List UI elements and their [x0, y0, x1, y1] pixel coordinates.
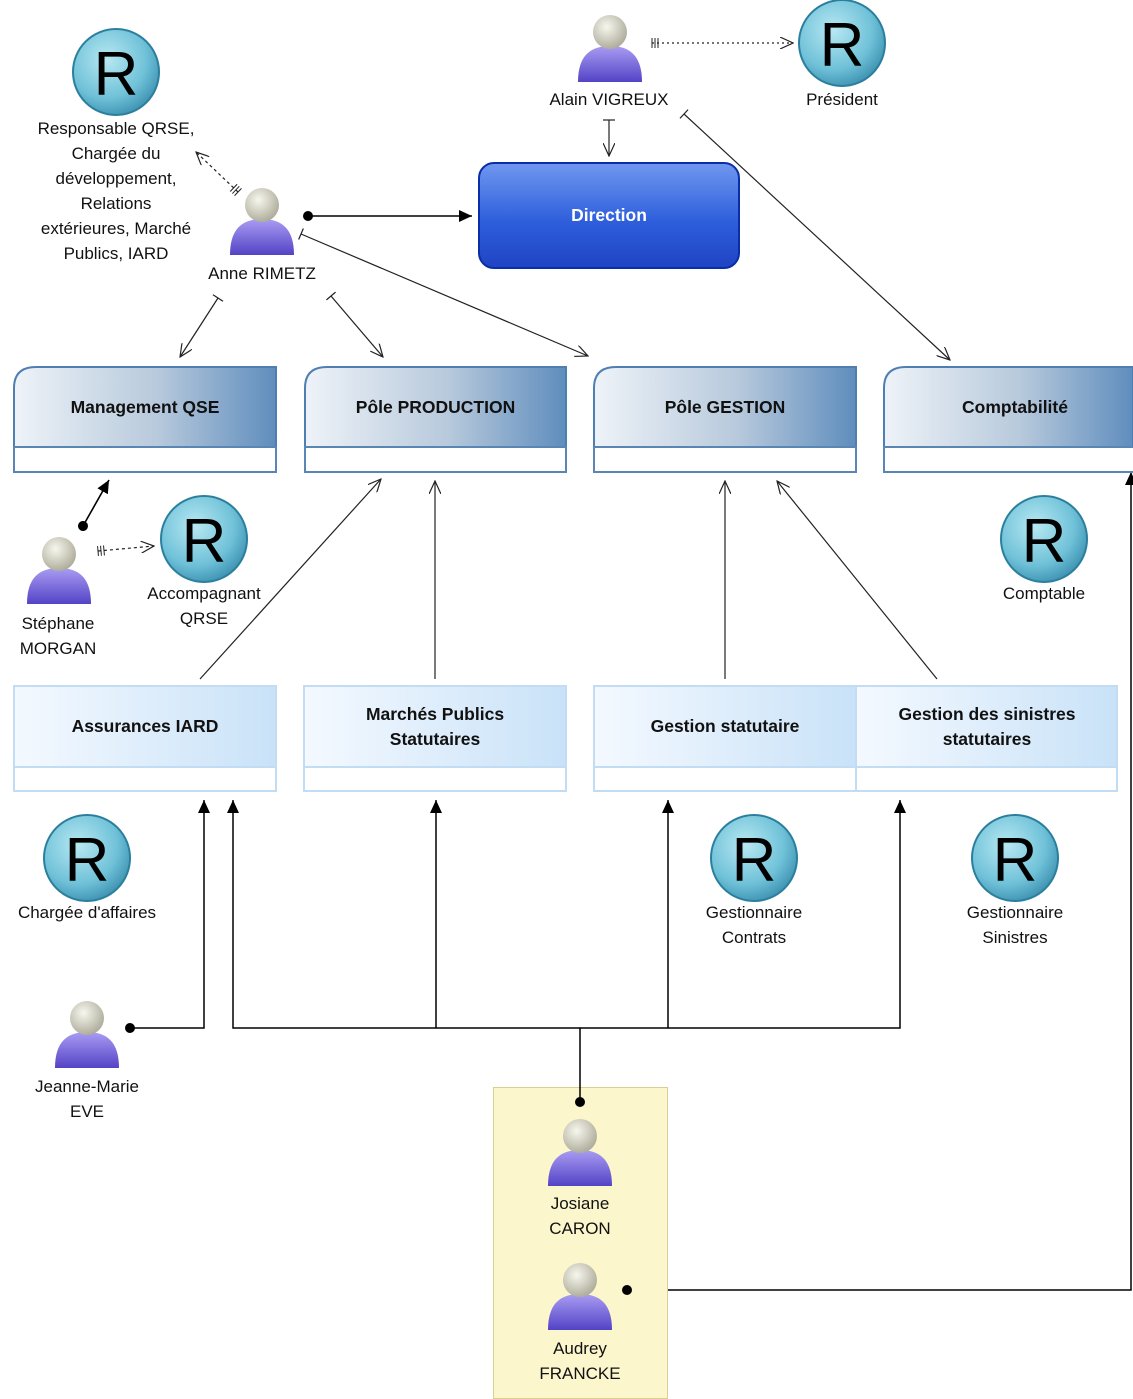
unit-pole-production[interactable]: Pôle PRODUCTION [305, 367, 566, 447]
role-label-sinistres[interactable]: Gestionnaire Sinistres [966, 903, 1064, 947]
unit-management-qse[interactable]: Management QSE [14, 367, 276, 447]
link-josiane-iard [227, 800, 585, 1107]
role-circles: R R R R R R R [43, 0, 1088, 902]
subunit-marches-publics[interactable]: Marchés Publics Statutaires [320, 686, 550, 767]
subunit-label: Gestion des sinistres statutaires [898, 703, 1076, 749]
person-label-alain[interactable]: Alain VIGREUX [549, 90, 669, 109]
role-icon-chargee: R [43, 814, 131, 902]
subunit-label: Marchés Publics Statutaires [365, 703, 505, 749]
role-label-president[interactable]: Président [806, 90, 878, 109]
unit-comptabilite[interactable]: Comptabilité [884, 367, 1133, 447]
unit-pole-gestion[interactable]: Pôle GESTION [594, 367, 856, 447]
svg-text:R: R [65, 826, 110, 895]
role-icon-comptable: R [1000, 495, 1088, 583]
unit-shapes [13, 366, 1133, 768]
link-stephane-accompagnant [98, 546, 154, 551]
link-jeanne-iard [125, 800, 210, 1033]
unit-label: Management QSE [70, 396, 220, 417]
person-label-audrey[interactable]: Audrey FRANCKE [539, 1339, 621, 1383]
subunit-gestion-sinistres[interactable]: Gestion des sinistres statutaires [862, 686, 1112, 767]
role-icon-responsable: R [72, 28, 160, 116]
subunit-assurances-iard-body [13, 766, 277, 792]
subunit-label: Gestion statutaire [650, 716, 800, 736]
unit-comptabilite-body [883, 446, 1133, 473]
connectors [78, 43, 1133, 1295]
link-iard-production [199, 479, 381, 680]
role-icon-contrats: R [710, 814, 798, 902]
unit-label: Pôle PRODUCTION [355, 396, 516, 417]
role-label-contrats[interactable]: Gestionnaire Contrats [705, 903, 803, 947]
svg-text:R: R [993, 826, 1038, 895]
role-label-chargee[interactable]: Chargée d'affaires [17, 903, 157, 922]
unit-pole-gestion-body [593, 446, 857, 473]
subunit-gestion-statutaire[interactable]: Gestion statutaire [594, 686, 856, 767]
person-label-josiane[interactable]: Josiane CARON [549, 1194, 611, 1238]
svg-text:R: R [820, 11, 865, 80]
link-alain-comptabilite [684, 114, 950, 360]
svg-text:R: R [94, 40, 139, 109]
unit-label: Comptabilité [962, 396, 1068, 417]
link-audrey-comptabilite [622, 472, 1133, 1295]
svg-text:R: R [1022, 507, 1067, 576]
link-sinistres-gestion [777, 481, 938, 680]
svg-text:R: R [182, 507, 227, 576]
role-label-comptable[interactable]: Comptable [1002, 584, 1086, 603]
subunit-label: Assurances IARD [71, 716, 219, 736]
link-anne-responsable [196, 152, 238, 192]
subunit-gestion-sinistres-body [855, 766, 1118, 792]
role-icon-president: R [798, 0, 886, 87]
svg-text:R: R [732, 826, 777, 895]
subunit-gestion-statutaire-body [593, 766, 857, 792]
unit-management-qse-body [13, 446, 277, 473]
role-label-responsable[interactable]: Responsable QRSE, Chargée du développeme… [37, 119, 195, 263]
direction-node[interactable]: Direction [478, 162, 740, 269]
subunit-assurances-iard[interactable]: Assurances IARD [14, 686, 276, 767]
direction-label: Direction [571, 205, 647, 225]
link-anne-qse [180, 298, 218, 357]
person-label-stephane[interactable]: Stéphane MORGAN [19, 614, 97, 658]
link-stephane-qse [78, 479, 110, 531]
link-anne-gestion [301, 234, 588, 356]
person-label-anne[interactable]: Anne RIMETZ [208, 264, 316, 283]
role-icon-sinistres: R [971, 814, 1059, 902]
unit-label: Pôle GESTION [664, 396, 786, 417]
role-icon-accompagnant: R [160, 495, 248, 583]
person-label-jeanne[interactable]: Jeanne-Marie EVE [35, 1077, 139, 1121]
role-label-accompagnant[interactable]: Accompagnant QRSE [147, 584, 261, 628]
link-anne-production [331, 296, 383, 357]
unit-pole-production-body [304, 446, 567, 473]
subunit-marches-publics-body [303, 766, 567, 792]
